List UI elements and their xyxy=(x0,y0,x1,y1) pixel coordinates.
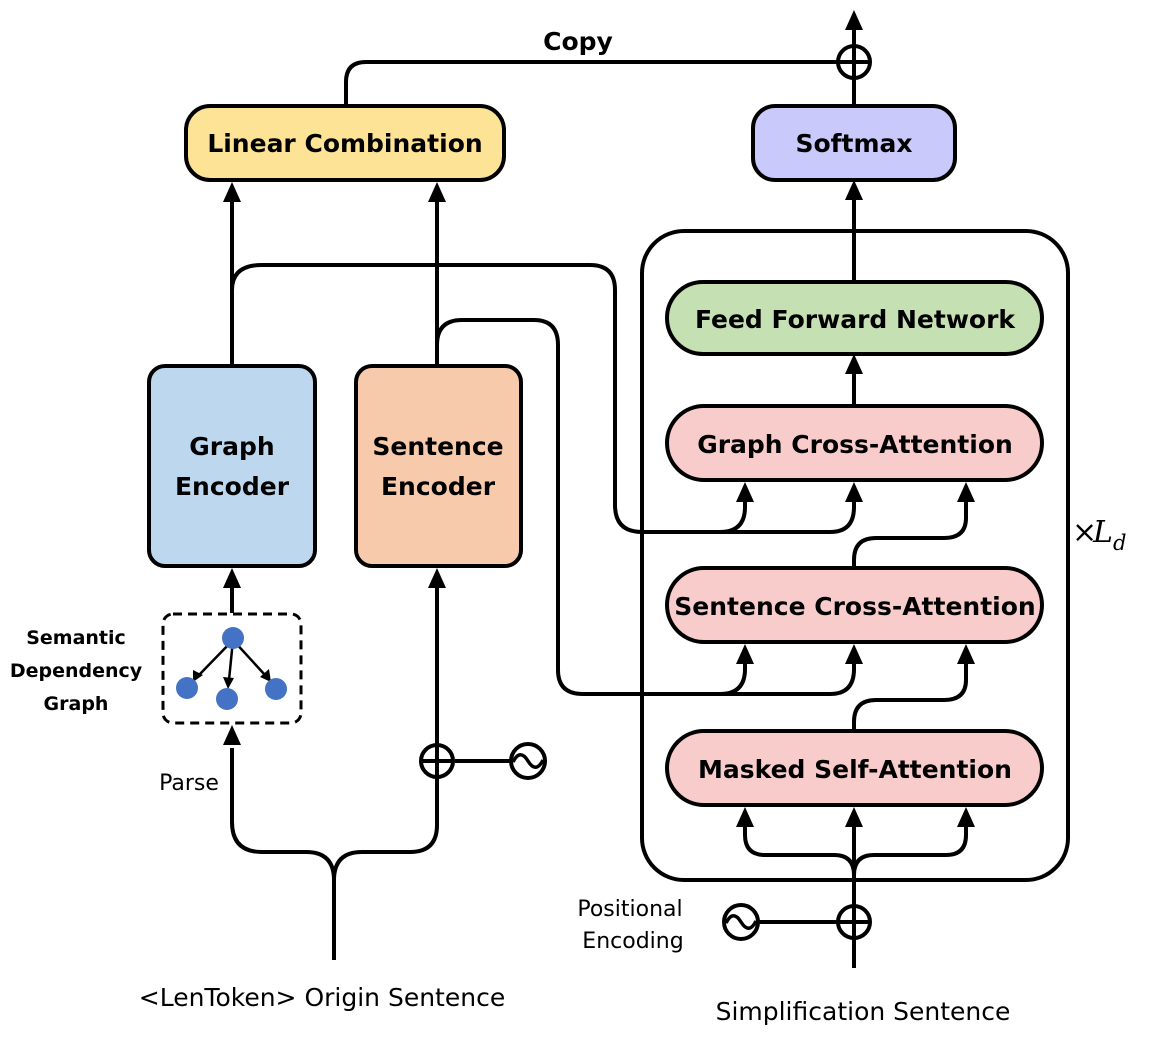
copy-connector xyxy=(344,60,838,105)
layer-count-times: × xyxy=(1072,515,1097,550)
sentence-encoder-label-line1: Sentence xyxy=(372,432,503,461)
graph-node-mid xyxy=(216,688,238,710)
semantic-graph-label-line1: Semantic xyxy=(26,627,126,649)
softmax-label: Softmax xyxy=(795,129,912,158)
graph-enc-to-lc-arrow xyxy=(223,182,241,202)
sentence-memory-connector xyxy=(435,318,747,696)
graph-encoder-box: Graph Encoder xyxy=(147,364,317,568)
masked-self-attention-label: Masked Self-Attention xyxy=(698,755,1012,784)
sentence-cross-attention-label: Sentence Cross-Attention xyxy=(674,592,1035,621)
ffn-to-softmax-arrow xyxy=(845,180,863,200)
graph-encoder-label-line2: Encoder xyxy=(175,472,290,501)
source-positional-encoding-icon xyxy=(509,742,547,780)
semantic-graph-label-line3: Graph xyxy=(44,693,109,715)
parse-label: Parse xyxy=(159,771,219,796)
graph-node-root xyxy=(222,627,244,649)
origin-input-connector xyxy=(230,748,336,960)
graph-node-right xyxy=(265,678,287,700)
masked-self-attention-box: Masked Self-Attention xyxy=(665,729,1044,807)
graph-memory-connector xyxy=(230,263,747,534)
copy-label: Copy xyxy=(543,27,613,56)
origin-sentence-label: <LenToken> Origin Sentence xyxy=(139,983,505,1012)
graph-node-left xyxy=(176,677,198,699)
positional-encoding-label-line2: Encoding xyxy=(582,929,683,954)
gca-left-input-arrow xyxy=(736,482,754,502)
softmax-box: Softmax xyxy=(751,104,957,182)
sentence-encoder-label-line2: Encoder xyxy=(381,472,496,501)
graph-encoder-label-line1: Graph xyxy=(189,432,274,461)
source-add-icon xyxy=(419,743,455,779)
semantic-dependency-graph xyxy=(161,612,303,725)
sca-right-input-arrow xyxy=(957,644,975,664)
feed-forward-network-box: Feed Forward Network xyxy=(665,280,1044,356)
semantic-graph-label-line2: Dependency xyxy=(10,660,143,682)
linear-combination-box: Linear Combination xyxy=(184,104,506,182)
msa-right-input-arrow xyxy=(957,807,975,827)
copy-add-icon xyxy=(836,44,872,80)
msa-right-branch xyxy=(852,826,968,876)
simplification-sentence-label: Simplification Sentence xyxy=(716,997,1011,1026)
graph-cross-attention-box: Graph Cross-Attention xyxy=(665,404,1044,482)
gca-right-input-arrow xyxy=(957,482,975,502)
sentence-encoder-box: Sentence Encoder xyxy=(354,364,523,568)
positional-encoding-label-line1: Positional xyxy=(577,897,682,922)
msa-to-sca-connector xyxy=(852,662,968,730)
layer-count-subscript: d xyxy=(1113,531,1126,555)
parse-arrow xyxy=(223,725,241,745)
origin-input-branch xyxy=(332,778,439,881)
msa-left-branch xyxy=(743,826,856,880)
sentence-cross-attention-box: Sentence Cross-Attention xyxy=(665,566,1044,644)
gca-mid-input-arrow xyxy=(845,482,863,502)
feed-forward-network-label: Feed Forward Network xyxy=(695,305,1016,334)
graph-cross-attention-label: Graph Cross-Attention xyxy=(697,430,1013,459)
layer-count-label: × L d xyxy=(1072,515,1126,555)
linear-combination-label: Linear Combination xyxy=(207,129,482,158)
msa-mid-input-arrow xyxy=(845,807,863,827)
target-add-icon xyxy=(836,904,872,940)
layer-count-L: L xyxy=(1092,515,1113,550)
sent-enc-to-lc-arrow xyxy=(428,182,446,202)
sca-mid-input-arrow xyxy=(845,644,863,664)
gca-to-ffn-arrow xyxy=(845,354,863,374)
graph-memory-branch xyxy=(720,500,856,534)
sca-to-gca-connector xyxy=(852,500,968,567)
sent-enc-input-arrow xyxy=(428,568,446,588)
sca-left-input-arrow xyxy=(736,644,754,664)
output-arrow xyxy=(845,10,863,30)
sentence-memory-branch xyxy=(720,662,856,696)
graph-to-enc-arrow xyxy=(223,568,241,588)
msa-left-input-arrow xyxy=(736,807,754,827)
target-positional-encoding-icon xyxy=(722,903,760,941)
